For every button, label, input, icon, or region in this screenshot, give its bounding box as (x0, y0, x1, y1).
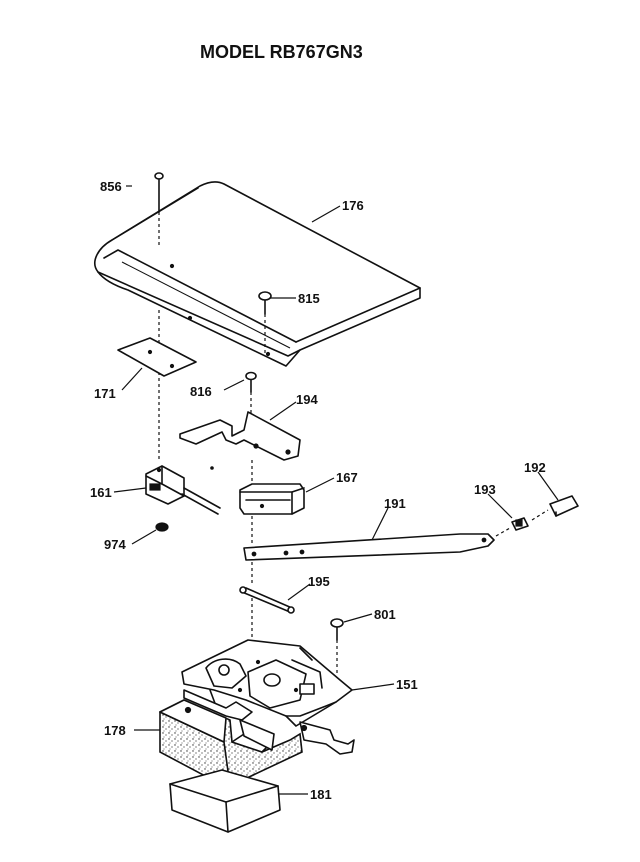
label-974: 974 (104, 537, 126, 552)
label-194: 194 (296, 392, 318, 407)
label-167: 167 (336, 470, 358, 485)
label-801: 801 (374, 607, 396, 622)
label-816: 816 (190, 384, 212, 399)
label-181: 181 (310, 787, 332, 802)
part-labels: 856 176 815 171 816 194 161 167 191 193 … (90, 179, 546, 802)
label-176: 176 (342, 198, 364, 213)
label-178: 178 (104, 723, 126, 738)
part-193-clip (495, 517, 529, 537)
part-195-spring (239, 562, 295, 640)
part-816-screw (245, 371, 257, 430)
leader-lines (113, 185, 559, 795)
part-176-cover (94, 181, 421, 367)
label-815: 815 (298, 291, 320, 306)
part-161-switch (145, 465, 221, 515)
part-191-rod (243, 533, 495, 561)
label-856: 856 (100, 179, 122, 194)
label-161: 161 (90, 485, 112, 500)
part-974-nut (155, 522, 169, 532)
label-171: 171 (94, 386, 116, 401)
label-195: 195 (308, 574, 330, 589)
part-192-knob (531, 495, 579, 521)
page-title: MODEL RB767GN3 (200, 42, 363, 62)
part-151-mechanism (181, 639, 353, 727)
label-151: 151 (396, 677, 418, 692)
part-194-bracket (179, 411, 301, 486)
part-801-screw (330, 618, 344, 676)
part-856-screw (154, 172, 164, 462)
part-171-pad (117, 337, 197, 377)
part-167-block (239, 483, 305, 546)
part-181-block (169, 769, 281, 833)
part-815-screw (258, 291, 272, 356)
label-193: 193 (474, 482, 496, 497)
label-192: 192 (524, 460, 546, 475)
label-191: 191 (384, 496, 406, 511)
